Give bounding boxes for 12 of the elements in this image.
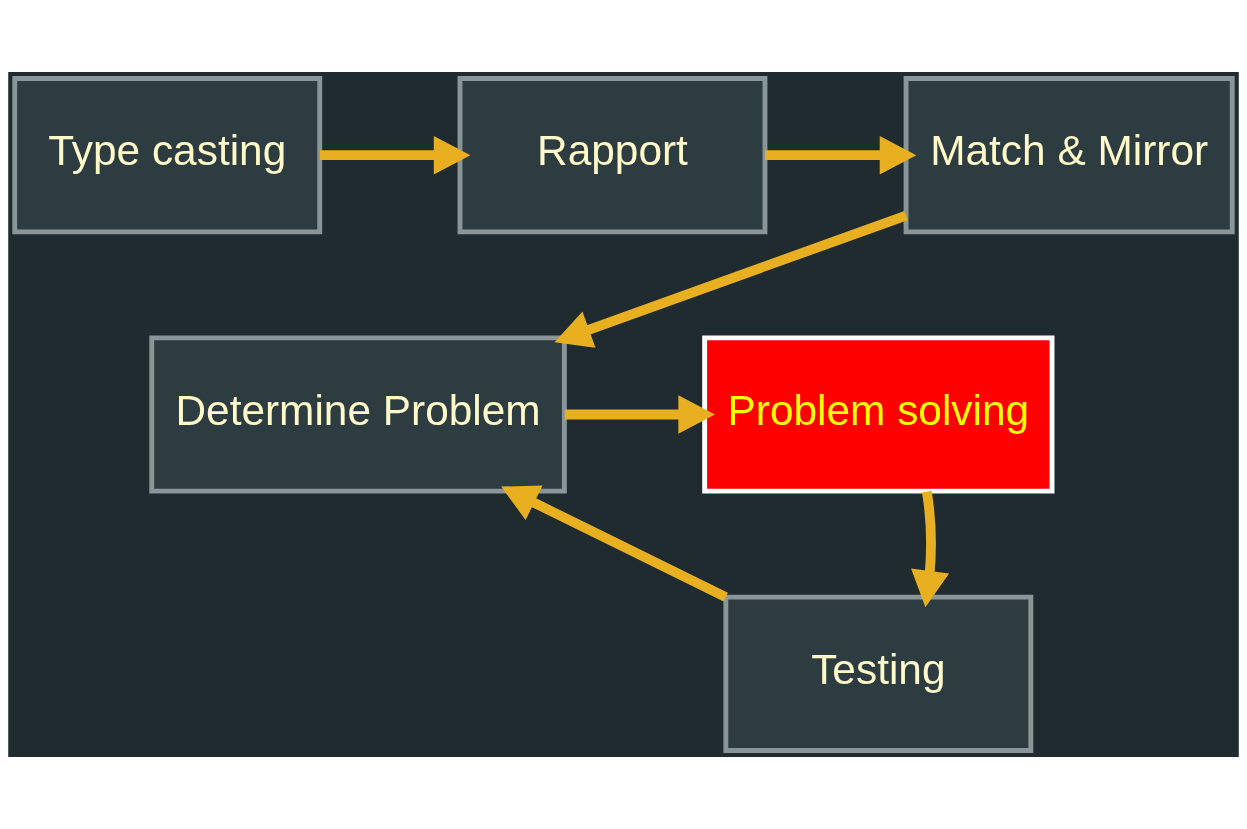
arrow xyxy=(501,485,728,602)
arrow xyxy=(765,135,917,175)
arrow xyxy=(911,490,950,608)
node-box: Testing xyxy=(723,594,1034,753)
node-box: Match & Mirror xyxy=(903,76,1235,235)
node-box: Problem solving xyxy=(702,335,1055,494)
arrow xyxy=(564,395,715,434)
node-box: Type casting xyxy=(12,76,323,235)
node-box: Determine Problem xyxy=(149,335,567,494)
arrow xyxy=(319,135,471,175)
node-box: Rapport xyxy=(457,76,768,235)
arrow xyxy=(554,210,908,348)
